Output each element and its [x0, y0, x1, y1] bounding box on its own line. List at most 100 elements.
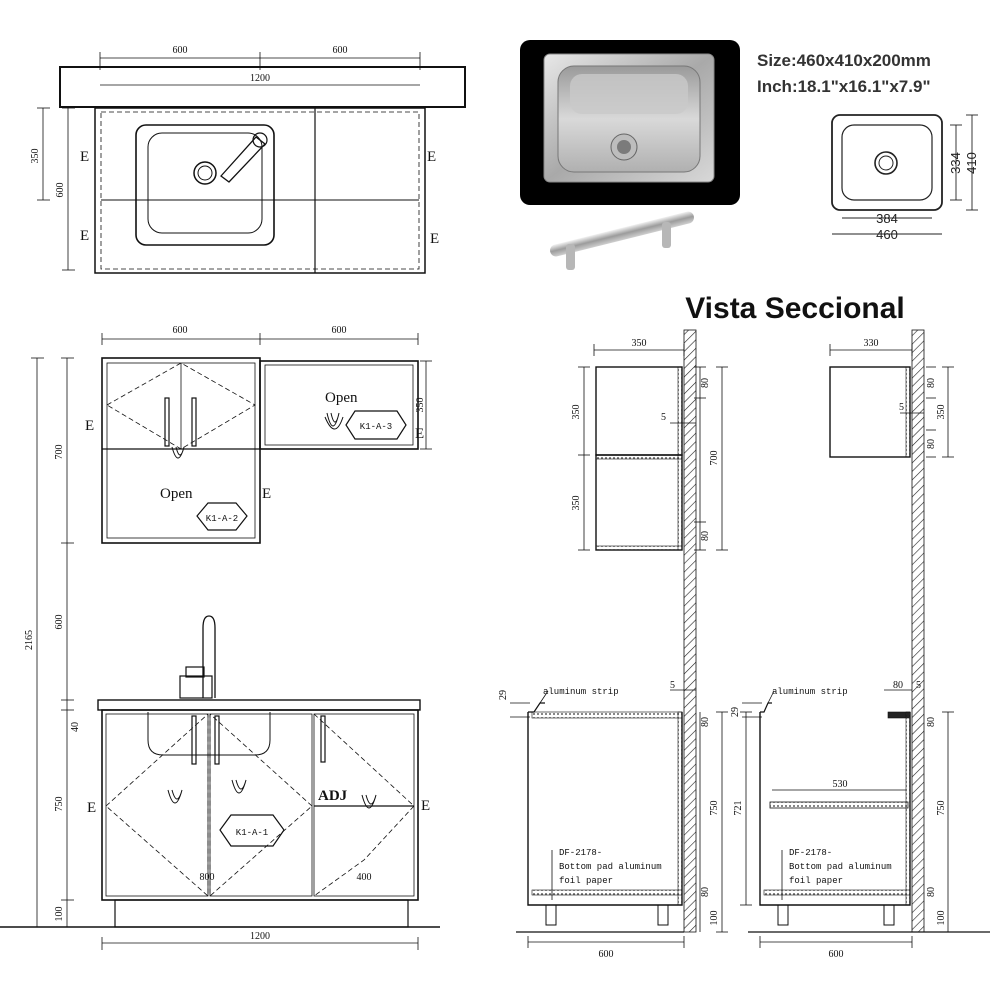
sa-dim-600: 600 [599, 949, 614, 960]
front-edge-mark: E [262, 486, 271, 502]
section-a-upper-box-2 [595, 454, 683, 551]
plan-dim-total: 1200 [250, 73, 270, 84]
sa-dim-80-b: 80 [700, 531, 711, 541]
front-countertop [97, 699, 421, 711]
sa-dim-80-c: 80 [700, 717, 711, 727]
sa-pad-line2: foil paper [559, 876, 613, 886]
sa-aluminum-strip: aluminum strip [543, 687, 619, 697]
sink-dim-460: 460 [876, 227, 898, 242]
tag-k1-a-2: K1-A-2 [206, 514, 238, 524]
section-a-upper-box-1 [595, 366, 683, 456]
sb-dim-80-c: 80 [926, 717, 937, 727]
sb-dim-80-b: 80 [926, 439, 937, 449]
open-label-right: Open [325, 390, 358, 406]
sb-dim-80-d: 80 [926, 887, 937, 897]
sb-pad-line2: foil paper [789, 876, 843, 886]
wall-section-a [683, 329, 697, 933]
upper-cabinet-left [101, 357, 261, 544]
sa-dim-700: 700 [709, 451, 720, 466]
sink-diagram [831, 114, 978, 235]
front-dim-100: 100 [54, 907, 65, 922]
sa-dim-5: 5 [661, 412, 666, 423]
front-dim-350: 350 [415, 398, 426, 413]
plan-cabinet-body [94, 107, 426, 274]
sa-dim-5-base: 5 [670, 680, 675, 691]
handle-photo [550, 211, 694, 270]
sb-dim-721: 721 [733, 801, 744, 816]
plan-drain [193, 161, 217, 185]
sa-dim-350-1: 350 [571, 405, 582, 420]
front-edge-mark: E [87, 800, 96, 816]
front-dim-2165: 2165 [24, 630, 35, 650]
sink-inch-spec: Inch:18.1"x16.1"x7.9" [757, 77, 931, 96]
front-edge-mark: E [421, 798, 430, 814]
sa-dim-350-depth: 350 [632, 338, 647, 349]
sb-dim-80-top: 80 [893, 680, 903, 691]
toe-kick [114, 899, 409, 928]
sa-dim-750: 750 [709, 801, 720, 816]
sb-aluminum-strip: aluminum strip [772, 687, 848, 697]
plan-dim-left: 600 [173, 45, 188, 56]
front-dim-600-b: 600 [332, 325, 347, 336]
plan-countertop [59, 66, 466, 108]
sectional-title: Vista Seccional [685, 292, 905, 325]
sb-dim-5-base: 5 [916, 680, 921, 691]
front-dim-1200: 1200 [250, 931, 270, 942]
sa-dim-29: 29 [498, 690, 509, 700]
sb-dim-80-a: 80 [926, 378, 937, 388]
front-dim-700: 700 [54, 445, 65, 460]
sa-dim-80-a: 80 [700, 378, 711, 388]
sa-dim-80-d: 80 [700, 887, 711, 897]
sink-dim-410: 410 [964, 152, 979, 174]
sb-dim-330: 330 [864, 338, 879, 349]
section-b [740, 344, 990, 948]
section-b-shelf [769, 801, 909, 809]
plan-dim-right: 600 [333, 45, 348, 56]
plan-edge-mark: E [430, 231, 439, 247]
plan-dim-depth-350: 350 [30, 149, 41, 164]
sink-bowl-hidden [147, 712, 271, 756]
plan-sink-outline [135, 124, 275, 246]
sb-dim-29: 29 [730, 707, 741, 717]
plan-view [37, 52, 466, 274]
sb-pad-code: DF-2178- [789, 848, 832, 858]
sink-photo [520, 40, 740, 205]
plan-dim-depth-600: 600 [55, 183, 66, 198]
front-edge-mark: E [415, 426, 424, 442]
sink-dim-334: 334 [948, 152, 963, 174]
sa-dim-350-2: 350 [571, 496, 582, 511]
sink-dim-384: 384 [876, 211, 898, 226]
front-dim-400: 400 [357, 872, 372, 883]
sb-dim-530: 530 [833, 779, 848, 790]
sa-pad-code: DF-2178- [559, 848, 602, 858]
wall-section-b [911, 329, 925, 933]
front-dim-800: 800 [200, 872, 215, 883]
open-label-left: Open [160, 486, 193, 502]
front-dim-40: 40 [70, 722, 81, 732]
front-elevation [0, 333, 440, 950]
sb-pad-line1: Bottom pad aluminum [789, 862, 892, 872]
sa-pad-line1: Bottom pad aluminum [559, 862, 662, 872]
front-edge-mark: E [85, 418, 94, 434]
sa-dim-100: 100 [709, 911, 720, 926]
sb-dim-350: 350 [936, 405, 947, 420]
upper-cabinet-right [259, 360, 419, 450]
tag-k1-a-3: K1-A-3 [360, 422, 392, 432]
plan-edge-mark: E [80, 149, 89, 165]
section-a [510, 344, 728, 948]
sb-dim-750: 750 [936, 801, 947, 816]
plan-edge-mark: E [427, 149, 436, 165]
tag-k1-a-1: K1-A-1 [236, 828, 268, 838]
sb-dim-100: 100 [936, 911, 947, 926]
plan-edge-mark: E [80, 228, 89, 244]
front-dim-600-gap: 600 [54, 615, 65, 630]
sink-size-spec: Size:460x410x200mm [757, 51, 931, 70]
front-dim-600-a: 600 [173, 325, 188, 336]
sb-dim-5: 5 [899, 402, 904, 413]
section-b-upper-box [829, 366, 911, 458]
adj-label: ADJ [318, 788, 348, 804]
plan-faucet [220, 136, 266, 183]
front-dim-750: 750 [54, 797, 65, 812]
